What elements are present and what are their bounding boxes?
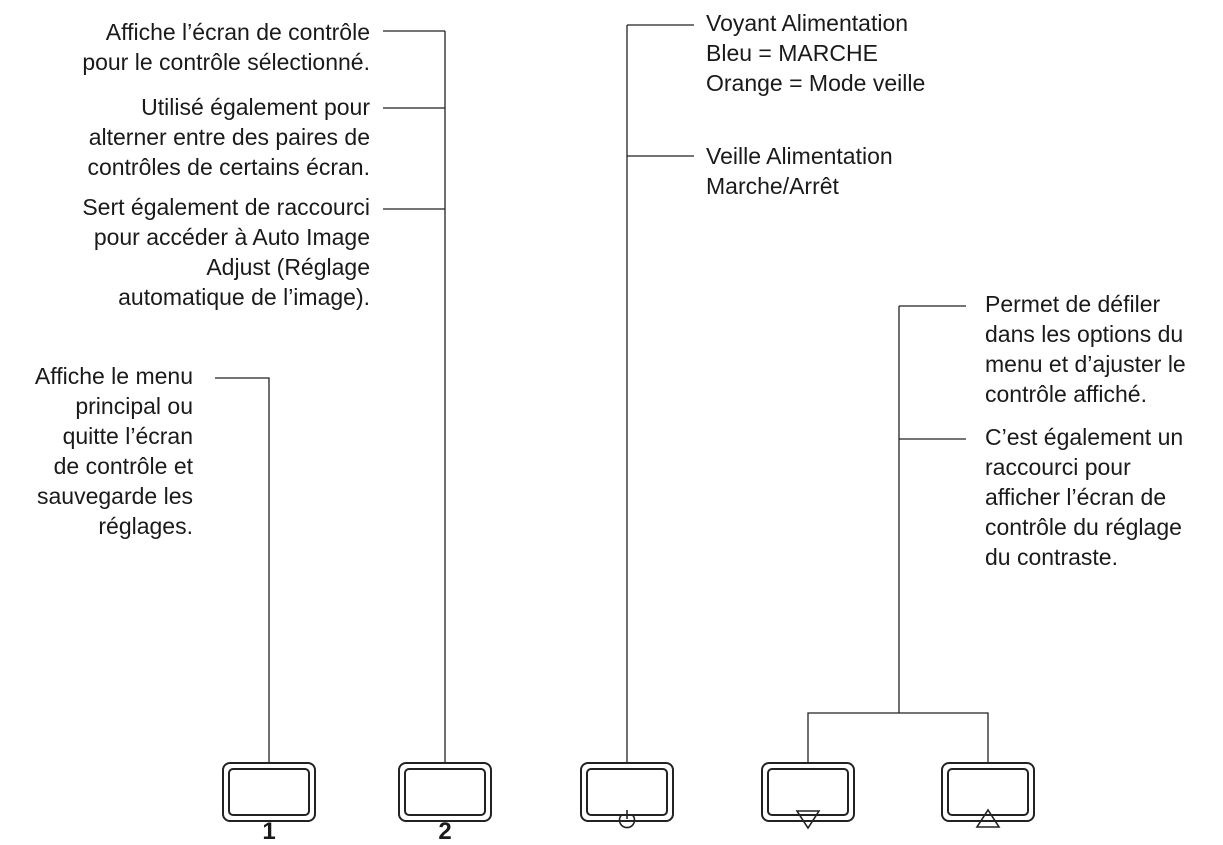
- callout-line: Sert également de raccourci: [82, 194, 370, 220]
- callout-line: du contraste.: [985, 544, 1118, 570]
- up-button[interactable]: [941, 762, 1035, 822]
- callout-line: de contrôle et: [53, 453, 193, 479]
- callout-line: Affiche le menu: [34, 363, 193, 389]
- button-2[interactable]: [398, 762, 492, 822]
- triangle-down-icon: [761, 808, 855, 832]
- callout-power-led: Voyant Alimentation Bleu = MARCHE Orange…: [706, 8, 925, 98]
- callout-line: menu et d’ajuster le: [985, 351, 1186, 377]
- callout-line: C’est également un: [985, 424, 1184, 450]
- leader-button1-menu: [215, 377, 270, 762]
- callout-line: pour accéder à Auto Image: [93, 224, 370, 250]
- button-2-label: 2: [438, 818, 452, 845]
- callout-line: Veille Alimentation: [706, 143, 893, 169]
- callout-line: Bleu = MARCHE: [706, 40, 878, 66]
- callout-line: automatique de l’image).: [118, 284, 370, 310]
- callout-line: contrôles de certains écran.: [87, 154, 370, 180]
- callout-arrows-contrast: C’est également un raccourci pour affich…: [985, 422, 1183, 572]
- callout-line: dans les options du: [985, 321, 1184, 347]
- power-icon: [580, 808, 674, 832]
- callout-button2-toggle: Utilisé également pour alterner entre de…: [87, 92, 370, 182]
- callout-power-standby: Veille Alimentation Marche/Arrêt: [706, 141, 893, 201]
- callout-line: réglages.: [98, 513, 193, 539]
- callout-line: Marche/Arrêt: [706, 173, 839, 199]
- callout-line: Orange = Mode veille: [706, 70, 926, 96]
- button-1-label: 1: [262, 818, 276, 845]
- callout-line: raccourci pour: [985, 454, 1131, 480]
- callout-line: sauvegarde les: [37, 483, 193, 509]
- callout-line: Affiche l’écran de contrôle: [105, 19, 370, 45]
- button-1[interactable]: [222, 762, 316, 822]
- triangle-up-icon: [941, 808, 1035, 832]
- callout-line: Voyant Alimentation: [706, 10, 909, 36]
- leader-arrows-branch: [807, 712, 989, 762]
- callout-line: Utilisé également pour: [141, 94, 370, 120]
- callout-button2-display: Affiche l’écran de contrôle pour le cont…: [82, 17, 370, 77]
- callout-line: contrôle du réglage: [985, 514, 1182, 540]
- callout-line: quitte l’écran: [62, 423, 193, 449]
- callout-arrows-scroll: Permet de défiler dans les options du me…: [985, 289, 1186, 409]
- callout-line: contrôle affiché.: [985, 381, 1147, 407]
- down-button[interactable]: [761, 762, 855, 822]
- callout-line: pour le contrôle sélectionné.: [82, 49, 370, 75]
- callout-line: principal ou: [75, 393, 193, 419]
- callout-line: Adjust (Réglage: [206, 254, 370, 280]
- callout-line: Permet de défiler: [985, 291, 1161, 317]
- callout-line: afficher l’écran de: [985, 484, 1167, 510]
- callout-button2-auto: Sert également de raccourci pour accéder…: [82, 192, 370, 312]
- callout-line: alterner entre des paires de: [88, 124, 370, 150]
- callout-button1-menu: Affiche le menu principal ou quitte l’éc…: [35, 361, 193, 541]
